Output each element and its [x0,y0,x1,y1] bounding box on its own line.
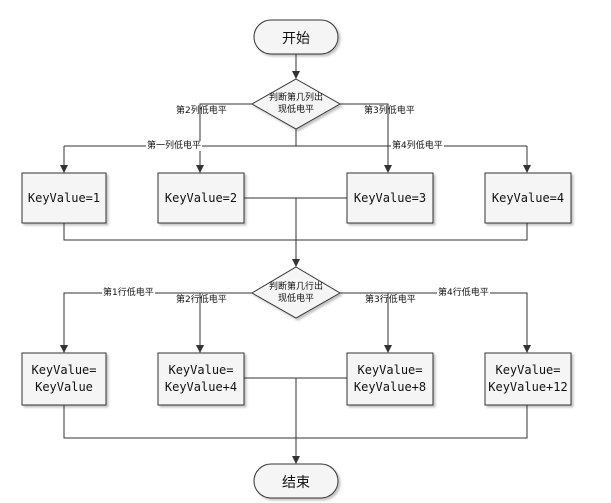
decision1-line2: 现低电平 [277,105,314,115]
row-box-1-line1: KeyValue= [31,363,97,377]
row-box-2-line1: KeyValue= [168,363,234,377]
decision2-line1: 判断第几行出 [268,282,323,292]
row-box-4-line2: KeyValue+12 [488,380,568,394]
decision1-line1: 判断第几列出 [268,93,323,103]
row-box-4 [484,352,572,406]
connector-d2-row4 [340,292,531,353]
column-label-3: 第3列低电平 [364,106,415,116]
start-label: 开始 [282,31,310,47]
column-box-2-text: KeyValue=2 [164,190,238,205]
row-label-3: 第3行低电平 [365,295,416,305]
merge-row4 [296,405,528,439]
row-box-1-line2: KeyValue [35,380,93,394]
column-label-2: 第2列低电平 [176,106,227,116]
decision1-text: 判断第几列出 现低电平 [256,92,336,116]
end-label: 结束 [282,475,310,491]
column-label-1: 第一列低电平 [146,141,203,151]
column-box-2 [157,172,245,224]
row-box-2-text: KeyValue= KeyValue+4 [158,353,244,405]
row-box-3-line2: KeyValue+8 [353,380,427,394]
column-box-3-text: KeyValue=3 [353,190,427,205]
row-box-4-line1: KeyValue= [495,363,561,377]
row-box-2-line2: KeyValue+4 [164,380,238,394]
row-label-2: 第2行低电平 [176,295,227,305]
connector-d2-row1 [60,292,252,353]
row-box-2 [157,352,245,406]
row-box-3-line1: KeyValue= [357,363,423,377]
connector-d1-col3 [340,103,392,173]
merge-col1 [63,223,296,241]
row-box-1-text: KeyValue= KeyValue [22,353,106,405]
column-label-4: 第4列低电平 [391,141,444,151]
merge-col4 [296,223,528,241]
decision2-diamond [251,266,341,319]
row-label-4: 第4行低电平 [437,288,490,298]
column-box-1-text: KeyValue=1 [27,190,101,205]
decision2-line2: 现低电平 [277,294,314,304]
row-box-3 [346,352,434,406]
row-box-1 [21,352,107,406]
row-box-4-text: KeyValue= KeyValue+12 [485,353,571,405]
column-box-1 [21,172,107,224]
decision2-text: 判断第几行出 现低电平 [256,281,336,305]
column-box-4-text: KeyValue=4 [491,190,565,205]
merge-row1 [63,405,296,439]
row-box-3-text: KeyValue= KeyValue+8 [347,353,433,405]
row-label-1: 第1行低电平 [102,288,155,298]
column-box-4 [484,172,572,224]
end-terminator [253,463,339,499]
